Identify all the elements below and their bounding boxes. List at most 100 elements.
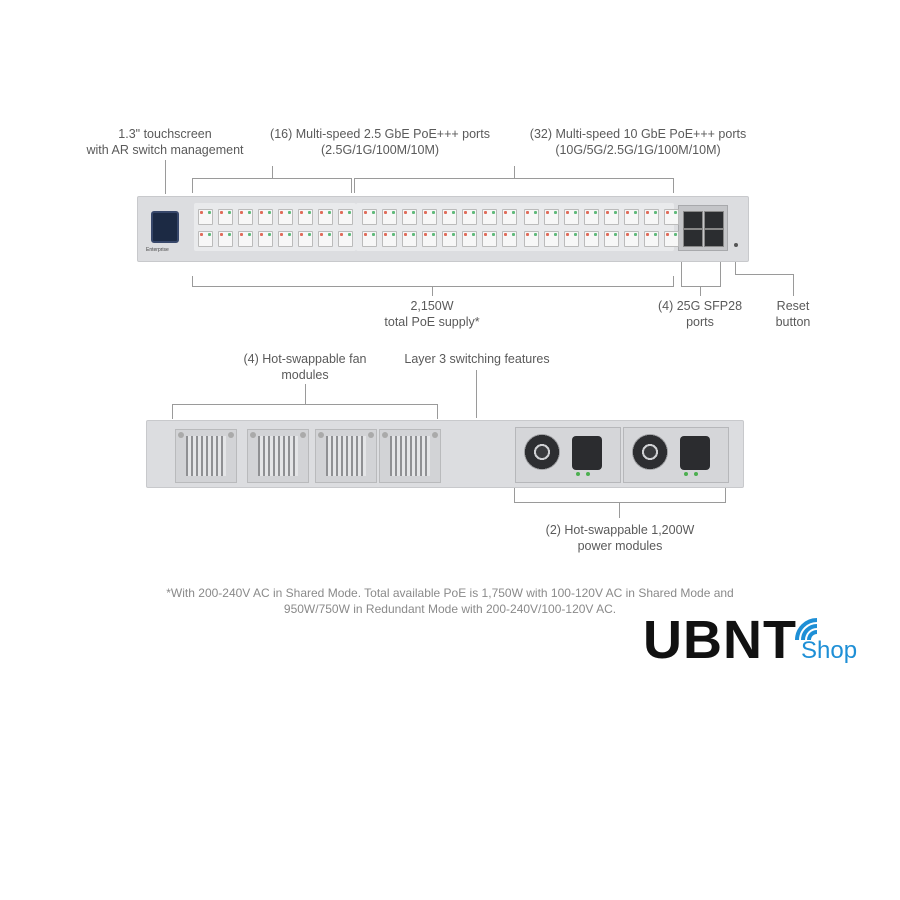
psu-led bbox=[576, 472, 580, 476]
rj45-port bbox=[644, 231, 659, 247]
fans-leader bbox=[305, 384, 306, 404]
rj45-port bbox=[382, 209, 397, 225]
rj45-port bbox=[218, 209, 233, 225]
rj45-port bbox=[258, 231, 273, 247]
rj45-port bbox=[402, 231, 417, 247]
rj45-port bbox=[218, 231, 233, 247]
sfp28-port bbox=[704, 229, 724, 247]
rj45-port bbox=[258, 209, 273, 225]
rj45-port bbox=[238, 209, 253, 225]
rj45-port bbox=[624, 209, 639, 225]
rj45-port bbox=[318, 209, 333, 225]
rj45-port bbox=[238, 231, 253, 247]
reset-leader-b bbox=[735, 274, 793, 275]
ports-10g-label: (32) Multi-speed 10 GbE PoE+++ ports(10G… bbox=[529, 127, 747, 157]
power-socket-icon bbox=[680, 436, 710, 470]
rj45-port bbox=[278, 231, 293, 247]
sfp28-port bbox=[704, 211, 724, 229]
rj45-port bbox=[482, 209, 497, 225]
psu-led bbox=[694, 472, 698, 476]
rj45-port bbox=[502, 209, 517, 225]
sfp-bracket bbox=[681, 262, 721, 287]
switch-front-panel: Enterprise bbox=[137, 196, 749, 262]
rj45-port bbox=[382, 231, 397, 247]
sfp28-port bbox=[683, 211, 703, 229]
psu-fan-icon bbox=[524, 434, 560, 470]
ports-2-5g-bracket bbox=[192, 178, 352, 193]
rj45-port bbox=[198, 209, 213, 225]
power-bracket bbox=[514, 488, 726, 503]
sfp-leader bbox=[700, 286, 701, 296]
rj45-port bbox=[278, 209, 293, 225]
rj45-port bbox=[482, 231, 497, 247]
sfp28-port bbox=[683, 229, 703, 247]
rj45-port bbox=[362, 231, 377, 247]
rj45-port bbox=[604, 209, 619, 225]
layer3-label: Layer 3 switching features bbox=[404, 352, 550, 366]
psu-fan-icon bbox=[632, 434, 668, 470]
rj45-port bbox=[298, 209, 313, 225]
rj45-port bbox=[338, 231, 353, 247]
rj45-port bbox=[318, 231, 333, 247]
rj45-port bbox=[664, 231, 679, 247]
poe-bracket bbox=[192, 276, 674, 287]
rj45-port bbox=[362, 209, 377, 225]
reset-leader-c bbox=[793, 274, 794, 296]
rj45-port bbox=[338, 209, 353, 225]
logo-main: UBNT bbox=[643, 610, 797, 670]
ubnt-shop-logo: UBNT Shop bbox=[643, 610, 883, 670]
rj45-port bbox=[564, 231, 579, 247]
rj45-port bbox=[644, 209, 659, 225]
rj45-port bbox=[624, 231, 639, 247]
power-module bbox=[623, 427, 729, 483]
rj45-port bbox=[664, 209, 679, 225]
touchscreen-display bbox=[151, 211, 179, 243]
rj45-port bbox=[544, 231, 559, 247]
rj45-port bbox=[584, 231, 599, 247]
touchscreen-leader bbox=[165, 160, 166, 194]
psu-led bbox=[684, 472, 688, 476]
rj45-port bbox=[584, 209, 599, 225]
logo-sub: Shop bbox=[801, 637, 858, 664]
power-module bbox=[515, 427, 621, 483]
rj45-port bbox=[524, 209, 539, 225]
ports-2-5g-label: (16) Multi-speed 2.5 GbE PoE+++ ports(2.… bbox=[270, 127, 490, 157]
reset-leader-a bbox=[735, 262, 736, 274]
fan-module bbox=[175, 429, 237, 483]
reset-button bbox=[734, 243, 738, 247]
ports-2-5g-leader bbox=[272, 166, 273, 178]
fan-module bbox=[247, 429, 309, 483]
rj45-port bbox=[298, 231, 313, 247]
rj45-port bbox=[422, 209, 437, 225]
fans-bracket bbox=[172, 404, 438, 419]
rj45-port bbox=[502, 231, 517, 247]
rj45-port bbox=[544, 209, 559, 225]
layer3-leader bbox=[476, 370, 477, 418]
ports-10g-bracket bbox=[354, 178, 674, 193]
rj45-port bbox=[198, 231, 213, 247]
ports-10g-leader bbox=[514, 166, 515, 178]
rj45-port bbox=[524, 231, 539, 247]
fan-module bbox=[379, 429, 441, 483]
rj45-port bbox=[402, 209, 417, 225]
switch-rear-panel bbox=[146, 420, 744, 488]
rj45-port bbox=[604, 231, 619, 247]
power-socket-icon bbox=[572, 436, 602, 470]
rj45-port bbox=[564, 209, 579, 225]
rj45-port bbox=[442, 209, 457, 225]
fan-module bbox=[315, 429, 377, 483]
rj45-port bbox=[442, 231, 457, 247]
wifi-signal-icon bbox=[795, 618, 818, 641]
rj45-port bbox=[462, 209, 477, 225]
footnote: *With 200-240V AC in Shared Mode. Total … bbox=[166, 586, 734, 616]
psu-led bbox=[586, 472, 590, 476]
brand-label: Enterprise bbox=[146, 247, 169, 253]
rj45-port bbox=[462, 231, 477, 247]
rj45-port bbox=[422, 231, 437, 247]
